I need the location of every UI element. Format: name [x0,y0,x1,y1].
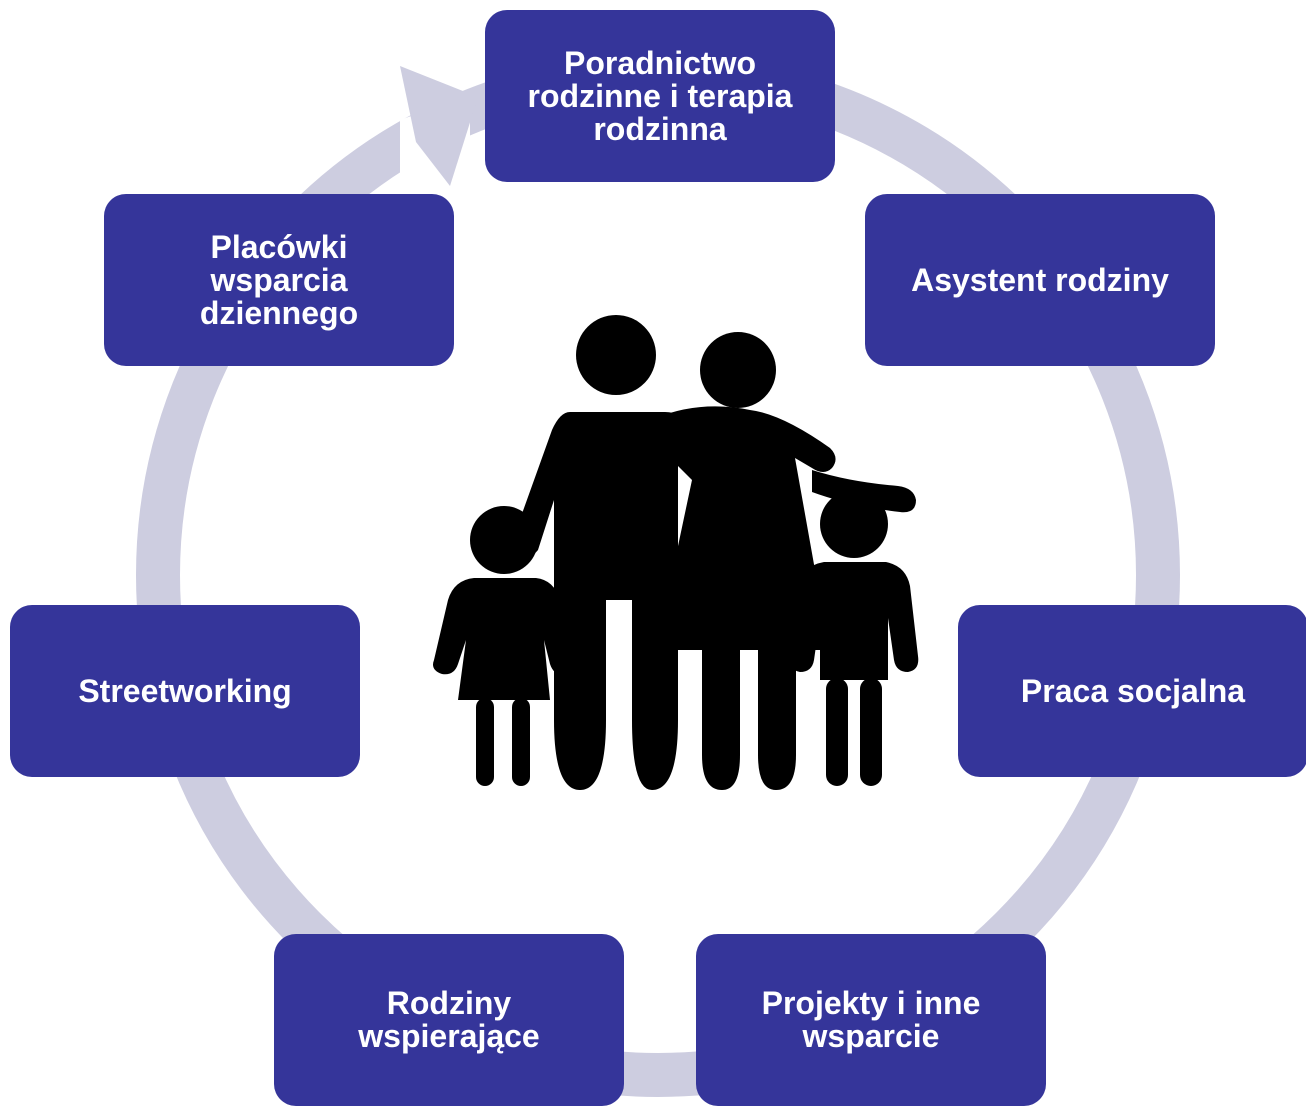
node-poradnictwo: Poradnictwo rodzinne i terapia rodzinna [485,10,835,182]
node-label: Praca socjalna [1020,672,1246,709]
node-label: Projekty i inne wsparcie [761,985,981,1054]
node-asystent: Asystent rodziny [865,194,1215,366]
node-label: Poradnictwo rodzinne i terapia rodzinna [527,44,793,147]
node-streetworking: Streetworking [10,605,360,777]
cycle-arrowhead [400,66,478,186]
node-rodziny: Rodziny wspierające [274,934,624,1106]
node-projekty: Projekty i inne wsparcie [696,934,1046,1106]
family-icon [433,315,919,790]
node-placowki: Placówki wsparcia dziennego [104,194,454,366]
node-label: Asystent rodziny [911,261,1169,298]
node-label: Streetworking [78,672,292,709]
node-praca: Praca socjalna [958,605,1306,777]
node-label: Rodziny wspierające [358,985,540,1054]
node-label: Placówki wsparcia dziennego [199,228,359,331]
